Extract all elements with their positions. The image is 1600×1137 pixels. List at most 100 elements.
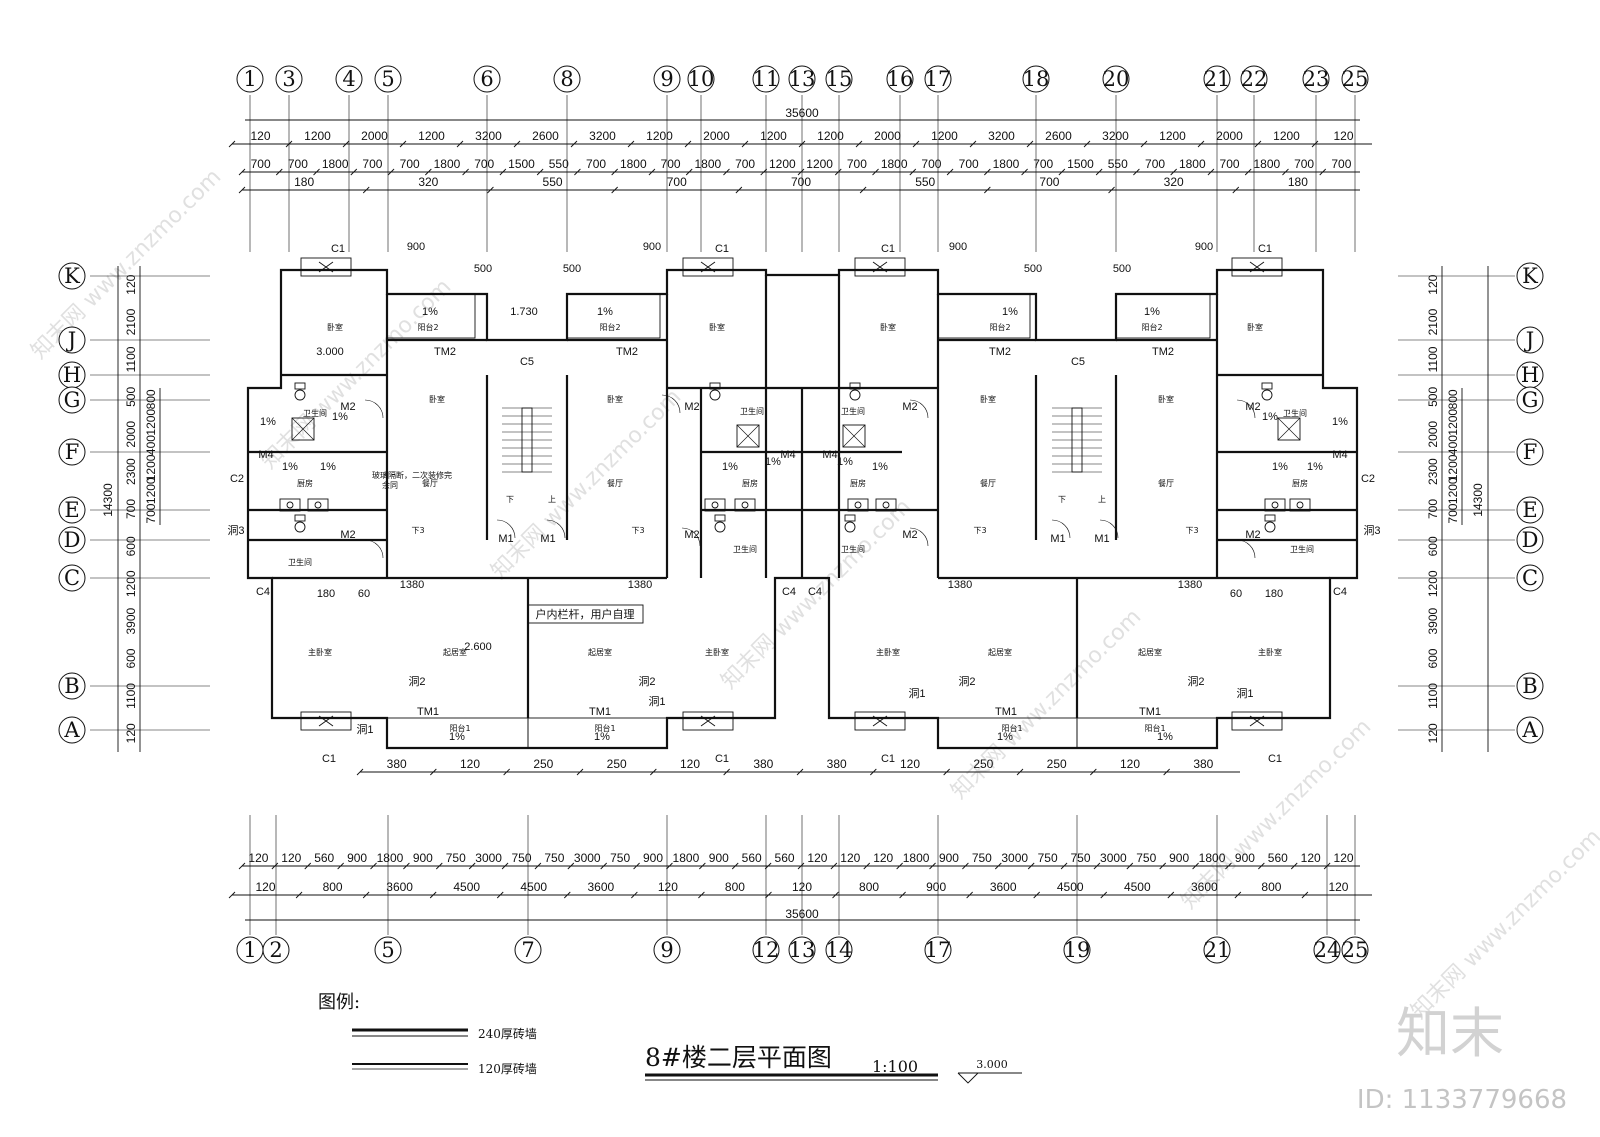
axis-left-K-label: K xyxy=(64,264,80,288)
brand-logo-text: 知末 xyxy=(1396,1002,1504,1065)
top-dim-1: 2000 xyxy=(703,129,730,143)
toilet xyxy=(849,389,861,401)
axis-bottom-13-label: 13 xyxy=(789,938,816,962)
axis-left-K xyxy=(58,262,86,290)
toilet xyxy=(714,521,726,533)
stair-down: 下 xyxy=(506,495,514,504)
toilet xyxy=(709,389,721,401)
bottom-dim-2: 3600 xyxy=(386,880,413,894)
axis-top-4 xyxy=(335,65,363,93)
axis-left-H-label: H xyxy=(63,363,81,387)
bottom-dim-1: 3000 xyxy=(1100,851,1127,865)
slope-mark: 1% xyxy=(1262,411,1278,423)
bottom-dim-1: 900 xyxy=(939,851,959,865)
tag-tm1: TM1 xyxy=(589,706,611,718)
room-balcony-1: 阳台1 xyxy=(594,723,615,733)
step-down: 下3 xyxy=(411,526,424,535)
axis-bottom-9 xyxy=(653,936,681,964)
top-dim-2: 1200 xyxy=(769,157,796,171)
left-dim-outer: 1200 xyxy=(124,570,138,597)
room-bedroom: 卧室 xyxy=(709,322,725,332)
bottom-dim-1: 120 xyxy=(1334,851,1354,865)
left-dim-inner: 1200 xyxy=(144,409,158,436)
room-balcony-1: 阳台1 xyxy=(1001,723,1022,733)
note-glass-partition-2: 余同 xyxy=(382,480,398,490)
bottom-dim-1: 1800 xyxy=(673,851,700,865)
bottom-dim-1: 120 xyxy=(248,851,268,865)
bottom-dim-1: 120 xyxy=(1301,851,1321,865)
room-living: 起居室 xyxy=(988,647,1012,657)
site-watermark: 知末网 www.znzmo.com xyxy=(487,384,687,584)
top-dim-3: 180 xyxy=(1288,175,1308,189)
bottom-dim-2: 800 xyxy=(859,880,879,894)
dim-900: 900 xyxy=(643,241,661,253)
room-bath: 卫生间 xyxy=(841,406,865,416)
right-dim-outer: 120 xyxy=(1426,274,1440,294)
axis-right-C-label: C xyxy=(1522,566,1538,590)
door-swing xyxy=(681,527,701,547)
dim-180: 180 xyxy=(1265,588,1283,600)
sink xyxy=(734,498,756,512)
axis-right-H-label: H xyxy=(1521,363,1539,387)
axis-top-11 xyxy=(752,65,780,93)
axis-left-J xyxy=(58,326,86,354)
tag-tm2: TM2 xyxy=(434,346,456,358)
bottom-dim-3: 380 xyxy=(753,757,773,771)
dim-180: 180 xyxy=(317,588,335,600)
right-dim-inner: 700 xyxy=(1446,503,1460,523)
axis-bottom-21-label: 21 xyxy=(1204,938,1231,962)
axis-top-10 xyxy=(687,65,715,93)
axis-bottom-13 xyxy=(788,936,816,964)
legend-title: 图例: xyxy=(318,992,360,1013)
tag-m2: M2 xyxy=(902,401,917,413)
shower xyxy=(736,424,760,448)
fixtures-layer xyxy=(279,261,1311,727)
site-watermark: 知末网 www.znzmo.com xyxy=(1407,824,1600,1024)
left-dim-inner: 700 xyxy=(144,503,158,523)
bottom-dim-3: 380 xyxy=(1193,757,1213,771)
axis-top-13 xyxy=(788,65,816,93)
axis-right-B-label: B xyxy=(1522,674,1537,698)
slope-mark: 1% xyxy=(320,461,336,473)
room-bath: 卫生间 xyxy=(1283,408,1307,418)
slope-mark: 1% xyxy=(1002,306,1018,318)
top-dim-2: 700 xyxy=(735,157,755,171)
axis-left-F xyxy=(58,438,86,466)
door-swing xyxy=(364,539,384,559)
tag-tm2: TM2 xyxy=(989,346,1011,358)
tag-tm2: TM2 xyxy=(616,346,638,358)
tag-tm1: TM1 xyxy=(1139,706,1161,718)
bottom-dim-1: 750 xyxy=(1136,851,1156,865)
bottom-dim-1: 900 xyxy=(709,851,729,865)
axis-bottom-25-label: 25 xyxy=(1342,938,1369,962)
bottom-dim-1: 900 xyxy=(1169,851,1189,865)
watermark-id: ID: 1133779668 xyxy=(1357,1085,1567,1115)
room-balcony-1: 阳台1 xyxy=(449,723,470,733)
bottom-dim-1: 560 xyxy=(742,851,762,865)
tag-c4: C4 xyxy=(1333,586,1347,598)
room-bath: 卫生间 xyxy=(841,544,865,554)
bottom-dim-1: 560 xyxy=(314,851,334,865)
top-dim-2: 700 xyxy=(1033,157,1053,171)
top-dim-2: 1800 xyxy=(1179,157,1206,171)
bottom-dim-2: 120 xyxy=(256,880,276,894)
tag-c1: C1 xyxy=(1268,753,1282,765)
tag-hole2: 洞2 xyxy=(958,675,975,688)
top-dim-2: 700 xyxy=(1220,157,1240,171)
left-dim-outer: 500 xyxy=(124,387,138,407)
dim-500: 500 xyxy=(474,263,492,275)
top-dim-1: 1200 xyxy=(1159,129,1186,143)
tag-hole1: 洞1 xyxy=(356,723,373,736)
door-swing xyxy=(546,519,566,539)
total-length-bottom: 35600 xyxy=(785,907,819,921)
door-swing xyxy=(364,399,384,419)
axis-left-D xyxy=(58,526,86,554)
top-dim-2: 700 xyxy=(400,157,420,171)
bottom-dim-2: 120 xyxy=(658,880,678,894)
room-bath: 卫生间 xyxy=(1290,544,1314,554)
room-living: 起居室 xyxy=(1138,647,1162,657)
right-dim-outer: 1100 xyxy=(1426,346,1440,372)
slope-mark: 1% xyxy=(597,306,613,318)
top-dim-1: 1200 xyxy=(1273,129,1300,143)
